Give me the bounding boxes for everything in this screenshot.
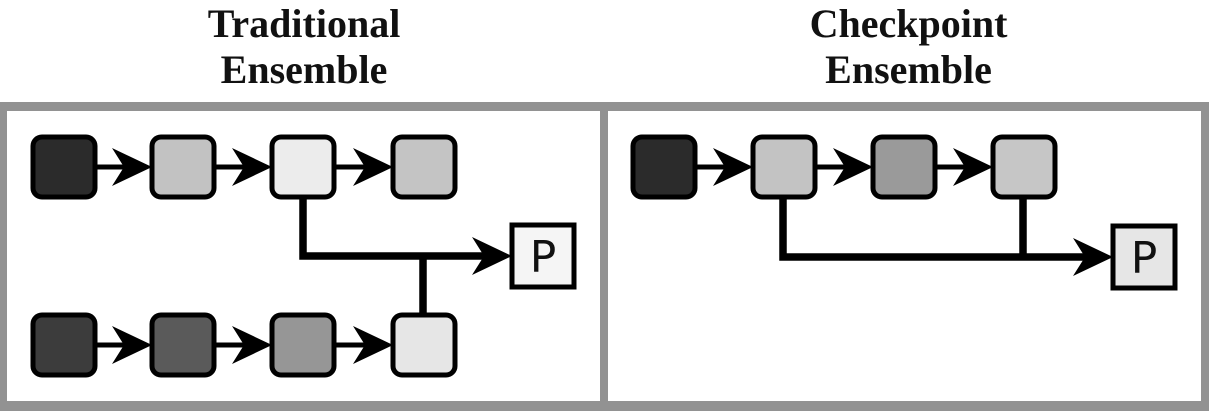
single-training-trajectory-checkpoint-box-4 (990, 134, 1058, 200)
model-1-training-sequence-checkpoint-box-4 (390, 134, 458, 200)
traditional-ensemble-prediction-label: P (530, 232, 557, 283)
model-2-training-sequence-checkpoint-box-2 (149, 312, 217, 378)
model-2-training-sequence-checkpoint-box-4 (390, 312, 458, 378)
title-traditional-line2: Ensemble (220, 47, 388, 92)
model-1-training-sequence-checkpoint-box-2 (149, 134, 217, 200)
model-1-training-sequence-checkpoint-box-3 (269, 134, 337, 200)
model-2-training-sequence-arrowhead-1 (112, 326, 152, 364)
single-training-trajectory-checkpoint-box-2 (750, 134, 818, 200)
checkpoint-ensemble-prediction-label: P (1131, 233, 1158, 284)
single-training-trajectory-arrowhead-2 (833, 148, 873, 186)
model-1-training-sequence-arrowhead-1 (112, 148, 152, 186)
single-training-trajectory-checkpoint-box-3 (870, 134, 938, 200)
checkpoint-ensemble-connector-0 (779, 197, 1085, 261)
model-2-training-sequence-arrowhead-2 (232, 326, 272, 364)
checkpoint-ensemble-prediction-box (1110, 223, 1178, 291)
title-checkpoint-ensemble: Checkpoint Ensemble (608, 1, 1209, 93)
model-1-training-sequence-checkpoint-box-1 (30, 134, 98, 200)
model-2-training-sequence-arrowhead-3 (353, 326, 393, 364)
model-2-training-sequence-checkpoint-box-1 (30, 312, 98, 378)
traditional-ensemble-prediction-box (509, 222, 577, 290)
title-checkpoint-line2: Ensemble (825, 47, 992, 92)
single-training-trajectory-arrowhead-3 (953, 148, 993, 186)
traditional-ensemble-connector-0 (299, 197, 484, 260)
checkpoint-ensemble-connector-arrowhead (1073, 238, 1113, 276)
title-traditional-ensemble: Traditional Ensemble (0, 1, 608, 93)
title-checkpoint-line1: Checkpoint (809, 1, 1008, 46)
traditional-ensemble-connector-arrowhead (472, 237, 512, 275)
model-1-training-sequence-arrowhead-2 (232, 148, 272, 186)
title-traditional-line1: Traditional (207, 1, 401, 46)
model-1-training-sequence-arrowhead-3 (353, 148, 393, 186)
single-training-trajectory-checkpoint-box-1 (630, 134, 698, 200)
single-training-trajectory-arrowhead-1 (713, 148, 753, 186)
model-2-training-sequence-checkpoint-box-3 (269, 312, 337, 378)
